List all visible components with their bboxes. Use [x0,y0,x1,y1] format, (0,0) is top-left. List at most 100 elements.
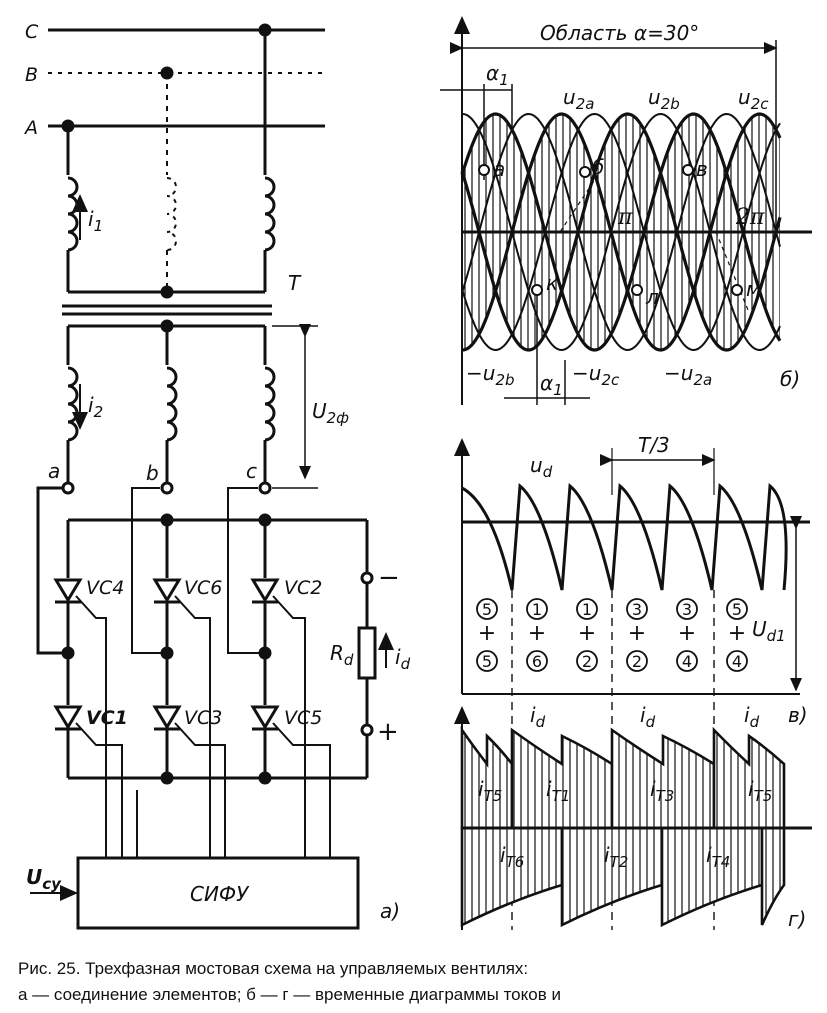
point-k [531,284,543,296]
pair-bottom-circle [576,650,598,672]
label-transformer: T [288,271,302,295]
label-vc1: VC1 [86,707,128,729]
pair-plus: + [478,621,496,646]
label-ud1: Ud1 [752,617,786,645]
label-it2: iT2 [604,843,628,871]
u2a-curve [460,112,782,352]
conduction-pair: 5+4 [726,598,748,672]
positive-current-block [712,726,786,830]
pair-bottom-circle [626,650,648,672]
neg-u2a-curve [461,112,781,352]
label-it4: iT4 [706,843,730,871]
panel-label-a: a) [380,899,400,923]
label-point-l: л [645,285,659,309]
secondary-winding-b [166,366,178,442]
thyristor-vc1 [53,705,123,858]
label-point-k: к [546,271,558,295]
label-i2: i2 [88,393,103,421]
pair-top-circle [676,598,698,620]
pair-bottom-label: 2 [582,652,592,671]
conduction-pair: 5+5 [476,598,498,672]
label-it6: iT6 [500,843,524,871]
pair-top-circle [526,598,548,620]
pair-top-circle [626,598,648,620]
pair-top-circle [576,598,598,620]
label-rd: Rd [330,641,354,669]
label-i1: i1 [88,207,103,235]
point-b [579,166,591,178]
u2c-curve [461,112,782,352]
diagram-v: T/3 ud Ud1 5+51+61+23+23+45+4 в) [454,433,810,930]
resistor-rd [357,626,377,680]
label-sifu: СИФУ [190,882,250,906]
schematic-labels: C B A i1 T i2 U2ф a b c VC4 VC6 VC2 VC1 … [23,21,411,923]
secondary-winding-a [67,366,79,442]
label-it5-b: iT5 [748,777,772,805]
label-point-v: в [696,157,708,181]
label-u2b: u2b [648,85,680,113]
negative-current-block [660,826,764,928]
label-neg-u2b: −u2b [466,361,515,389]
point-a [478,164,490,176]
pair-plus: + [628,621,646,646]
caption-line-2: а — соединение элементов; б — г — времен… [18,985,561,1004]
diagram-b: Область α=30° α1 u2a u2b u2c a б в π 2π … [440,16,812,405]
label-plus: + [377,717,399,747]
label-point-a: a [493,157,505,181]
sifu-block [76,856,360,930]
schematic-a [30,23,394,930]
label-node-b: b [146,461,159,485]
label-minus: − [378,563,400,593]
thyristor-vc2 [250,578,306,858]
thyristor-vc5 [250,705,331,858]
label-it1: iT1 [546,777,570,805]
label-neg-u2c: −u2c [572,361,620,389]
pair-plus: + [728,621,746,646]
label-alpha1-top: α1 [486,61,509,89]
conduction-pair: 3+2 [626,598,648,672]
thyristor-vc6 [152,578,211,858]
diagram-g: id id id iT5 iT1 iT3 iT5 iT6 iT2 iT4 г) [454,703,812,931]
panel-label-b: б) [780,367,800,391]
panel-label-g: г) [788,907,806,931]
label-alpha1-bottom: α1 [540,371,563,399]
positive-current-block [610,727,716,830]
label-neg-u2a: −u2a [664,361,712,389]
label-region: Область α=30° [540,21,699,45]
label-period: T/3 [638,433,670,457]
label-node-c: c [246,459,257,483]
label-u2a: u2a [563,85,594,113]
caption-line-1: Рис. 25. Трехфазная мостовая схема на уп… [18,959,529,978]
ud-waveform [461,483,788,591]
neg-u2c-curve [461,112,781,352]
thyristor-vc4 [53,578,107,838]
pair-bottom-circle [476,650,498,672]
pair-top-label: 3 [632,600,642,619]
pair-top-label: 5 [482,600,492,619]
negative-current-block [460,826,564,928]
label-pi: π [617,205,633,230]
pair-top-label: 1 [582,600,592,619]
label-vc5: VC5 [284,707,322,729]
pair-plus: + [528,621,546,646]
terminal-plus [360,723,374,737]
pair-top-label: 5 [732,600,742,619]
negative-current-block [760,826,786,926]
label-id-1: id [530,703,546,731]
pair-top-circle [726,598,748,620]
primary-winding-a [67,176,79,252]
label-u2c: u2c [738,85,769,113]
point-l [631,284,643,296]
label-ucu: Uсу [26,865,62,893]
label-id-2: id [640,703,656,731]
label-point-m: м [746,277,761,301]
point-v [682,164,694,176]
panel-label-v: в) [788,703,808,727]
label-phase-b: B [25,64,38,86]
label-vc4: VC4 [86,577,124,599]
terminal-a [61,481,75,495]
primary-winding-b [166,177,177,251]
label-phase-a: A [23,117,38,139]
pair-bottom-circle [676,650,698,672]
